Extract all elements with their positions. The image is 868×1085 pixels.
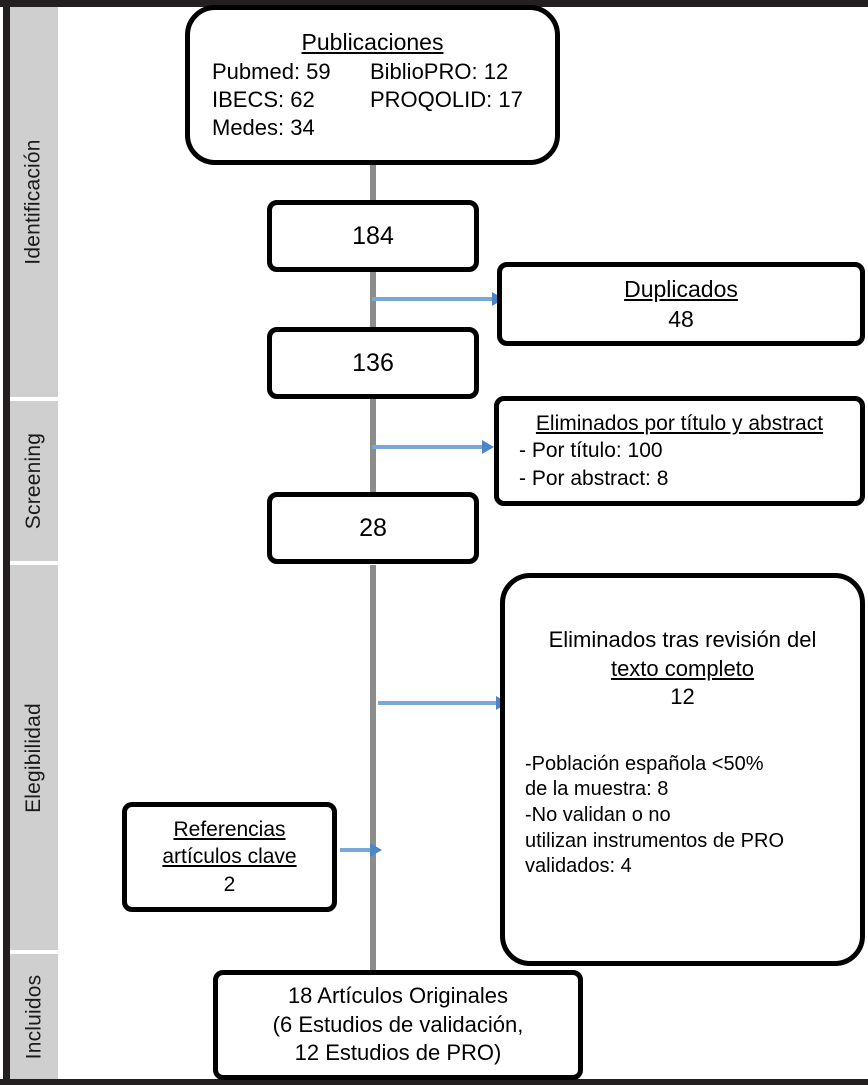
stage-band-identificacion: Identificación — [10, 7, 58, 397]
connector-28-to-incluidos — [370, 565, 376, 970]
arrow-to-duplicados — [372, 292, 504, 306]
spacer — [505, 732, 860, 752]
reason-no-validan-line3: validados: 4 — [525, 855, 632, 878]
referencias-clave-value: 2 — [223, 872, 236, 896]
arrow-to-eliminados-titulo-abstract — [372, 440, 494, 454]
publicaciones-source-bibliopro: BiblioPRO: 12 — [370, 59, 509, 84]
eliminados-texto-completo-title-line1: Eliminados tras revisión del — [548, 627, 817, 652]
eliminados-por-titulo-item: - Por título: 100 — [519, 439, 663, 463]
stage-band-screening: Screening — [10, 401, 58, 561]
stage-band-elegibilidad: Elegibilidad — [10, 565, 58, 950]
eliminados-por-abstract-item: - Por abstract: 8 — [519, 466, 669, 490]
publicaciones-source-pubmed: Pubmed: 59 — [212, 59, 331, 84]
duplicados-title: Duplicados — [624, 275, 738, 302]
arrow-shaft — [372, 297, 493, 301]
box-tras-duplicados: 136 — [267, 327, 479, 399]
referencias-clave-title-line2: artículos clave — [162, 845, 297, 869]
arrow-shaft — [378, 701, 497, 705]
stage-label-screening: Screening — [22, 432, 45, 530]
box-duplicados: Duplicados 48 — [497, 262, 865, 346]
connector-publicaciones-to-184 — [370, 160, 376, 212]
arrow-shaft — [340, 848, 371, 852]
eliminados-titulo-abstract-title: Eliminados por título y abstract — [535, 412, 824, 436]
frame-bottom-rule — [0, 1079, 868, 1085]
referencias-clave-title-line1: Referencias — [173, 818, 286, 842]
arrow-shaft — [372, 445, 483, 449]
stage-label-incluidos: Incluidos — [22, 974, 45, 1059]
incluidos-final-line2: (6 Estudios de validación, — [272, 1011, 524, 1037]
spacer — [505, 712, 860, 732]
publicaciones-source-proqolid: PROQOLID: 17 — [370, 87, 523, 112]
box-referencias-articulos-clave: Referencias artículos clave 2 — [122, 802, 337, 912]
stage-band-incluidos: Incluidos — [10, 954, 58, 1079]
arrow-head — [370, 843, 382, 857]
publicaciones-source-medes: Medes: 34 — [212, 115, 315, 140]
box-total-identificados: 184 — [267, 200, 479, 272]
eliminados-texto-completo-title-line2: texto completo — [610, 655, 755, 681]
box-eliminados-titulo-abstract: Eliminados por título y abstract - Por t… — [494, 396, 865, 506]
publicaciones-source-empty — [370, 115, 555, 141]
publicaciones-title: Publicaciones — [301, 29, 444, 55]
reason-no-validan-line2: utilizan instrumentos de PRO — [525, 829, 785, 852]
publicaciones-source-ibecs: IBECS: 62 — [212, 87, 315, 112]
tras-duplicados-value: 136 — [352, 348, 394, 377]
reason-no-validan-line1: -No validan o no — [525, 803, 671, 826]
arrow-head — [482, 440, 494, 454]
box-incluidos-final: 18 Artículos Originales (6 Estudios de v… — [213, 970, 583, 1080]
stage-label-elegibilidad: Elegibilidad — [22, 702, 45, 813]
incluidos-final-line3: 12 Estudios de PRO) — [294, 1040, 502, 1066]
incluidos-final-line1: 18 Artículos Originales — [287, 983, 509, 1009]
box-tras-cribado: 28 — [267, 492, 479, 564]
eliminados-texto-completo-value: 12 — [670, 684, 695, 710]
box-eliminados-texto-completo: Eliminados tras revisión del texto compl… — [500, 573, 865, 966]
frame-left-rule — [3, 0, 10, 1085]
arrow-to-eliminados-texto-completo — [378, 696, 508, 710]
stage-label-identificacion: Identificación — [22, 139, 46, 265]
arrow-referencias-clave-to-flow — [340, 843, 382, 857]
reason-poblacion-espanola-line1: -Población española <50% — [525, 752, 764, 775]
frame-top-rule — [0, 0, 868, 7]
box-publicaciones: Publicaciones Pubmed: 59 BiblioPRO: 12 I… — [185, 5, 560, 165]
duplicados-value: 48 — [668, 306, 694, 332]
publicaciones-source-grid: Pubmed: 59 BiblioPRO: 12 IBECS: 62 PROQO… — [190, 59, 555, 141]
reason-poblacion-espanola-line2: de la muestra: 8 — [525, 778, 669, 801]
tras-cribado-value: 28 — [359, 513, 387, 542]
total-identificados-value: 184 — [352, 221, 394, 250]
connector-136-to-28 — [370, 396, 376, 492]
